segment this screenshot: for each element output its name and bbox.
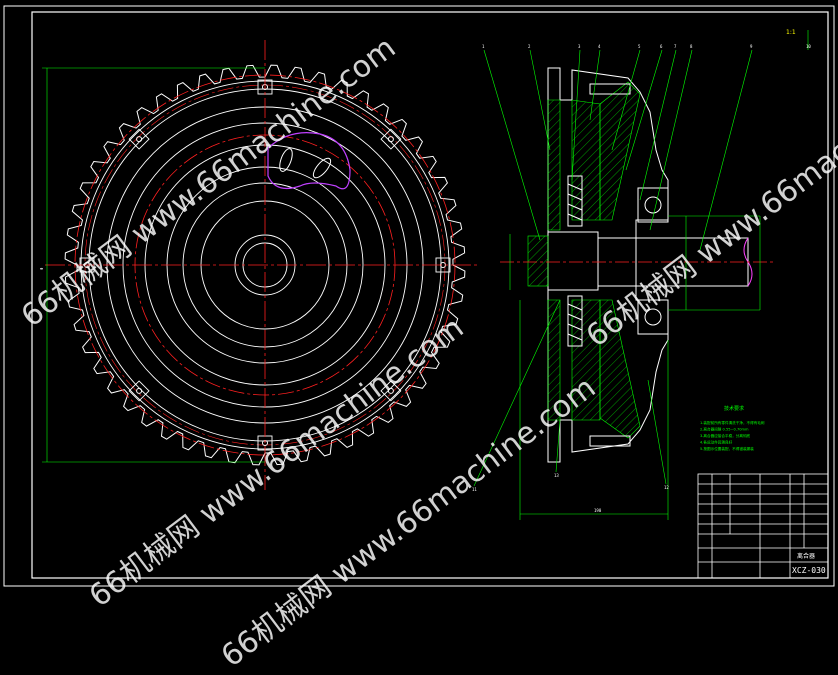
section-width-label: 190: [594, 508, 602, 513]
section-hatch-cover: [599, 81, 641, 439]
balloon-top-number: 1: [482, 44, 485, 49]
title-block: [697, 473, 829, 579]
bearing-top: [637, 187, 669, 223]
balloon-top-number: 8: [690, 44, 693, 49]
mounting-lug: [380, 128, 402, 150]
balloon-top-number: 9: [750, 44, 753, 49]
tech-req-line: 4.各运动件润滑良好: [700, 440, 733, 445]
mounting-lug: [128, 380, 150, 402]
spring-bottom: [567, 295, 583, 347]
leader-top: [571, 49, 581, 181]
bolt-bottom: [589, 435, 631, 447]
balloon-top-number: 3: [578, 44, 581, 49]
bearing-bottom: [637, 299, 669, 335]
balloon-top-number: 5: [638, 44, 641, 49]
lug-hole: [387, 136, 394, 143]
lug-hole: [387, 387, 394, 394]
leader-bottom: [555, 419, 561, 473]
inner-frame: [31, 11, 829, 579]
leader-top: [611, 49, 641, 151]
leader-bottom: [473, 299, 561, 487]
section-housing-outline: [547, 67, 669, 463]
balloon-top-number: 2: [528, 44, 531, 49]
leader-top: [625, 49, 663, 171]
balloon-bottom-number: 11: [472, 487, 477, 492]
local-break-curve: [267, 132, 351, 190]
lug-hole: [136, 136, 143, 143]
tech-req-line: 5.按图示位置装配，不得错装漏装: [700, 446, 754, 451]
leader-top: [483, 49, 541, 241]
scale-note: 1:1: [786, 29, 796, 36]
leader-top: [639, 49, 677, 201]
bolt-top: [589, 83, 631, 95]
lug-hole: [136, 387, 143, 394]
outer-frame: [3, 5, 835, 587]
tech-req-title: 技术要求: [724, 405, 744, 412]
front-view: Φ: [39, 40, 480, 490]
drawing-number: XCZ-030: [792, 566, 826, 575]
section-hub: [547, 231, 599, 291]
section-hatch-plate: [571, 99, 601, 421]
leader-bottom: [647, 379, 667, 485]
spring-top: [567, 175, 583, 227]
section-view: [500, 67, 775, 520]
tech-req-line: 1.装配前所有零件清洗干净，不得有毛刺: [700, 420, 765, 425]
balloon-top-number: 6: [660, 44, 663, 49]
leader-top: [529, 49, 551, 151]
leader-top: [699, 49, 753, 251]
section-hub-hatch: [527, 235, 549, 287]
mounting-lug: [380, 380, 402, 402]
leader-lines: [473, 30, 809, 487]
balloon-bottom-number: 12: [664, 485, 669, 490]
balloon-top-number: 10: [806, 44, 811, 49]
balloon-top-number: 4: [598, 44, 601, 49]
mounting-lug: [128, 128, 150, 150]
leader-top: [649, 49, 693, 231]
cad-drawing-canvas: Φ: [3, 5, 835, 587]
tech-req-line: 3.离合器应接合平稳，分离彻底: [700, 433, 751, 438]
title-block-name: 离合器: [797, 552, 815, 560]
balloon-bottom-number: 13: [554, 473, 559, 478]
balloon-top-number: 7: [674, 44, 677, 49]
spring-slot-2: [312, 157, 332, 179]
spring-slot-1: [279, 148, 293, 172]
tech-req-line: 2.离合器间隙 0.55~0.70mm: [700, 427, 749, 432]
tech-req-lines: 1.装配前所有零件清洗干净，不得有毛刺 2.离合器间隙 0.55~0.70mm3.…: [700, 420, 765, 451]
front-dia-label: Φ: [39, 267, 44, 270]
leader-top: [589, 49, 601, 121]
